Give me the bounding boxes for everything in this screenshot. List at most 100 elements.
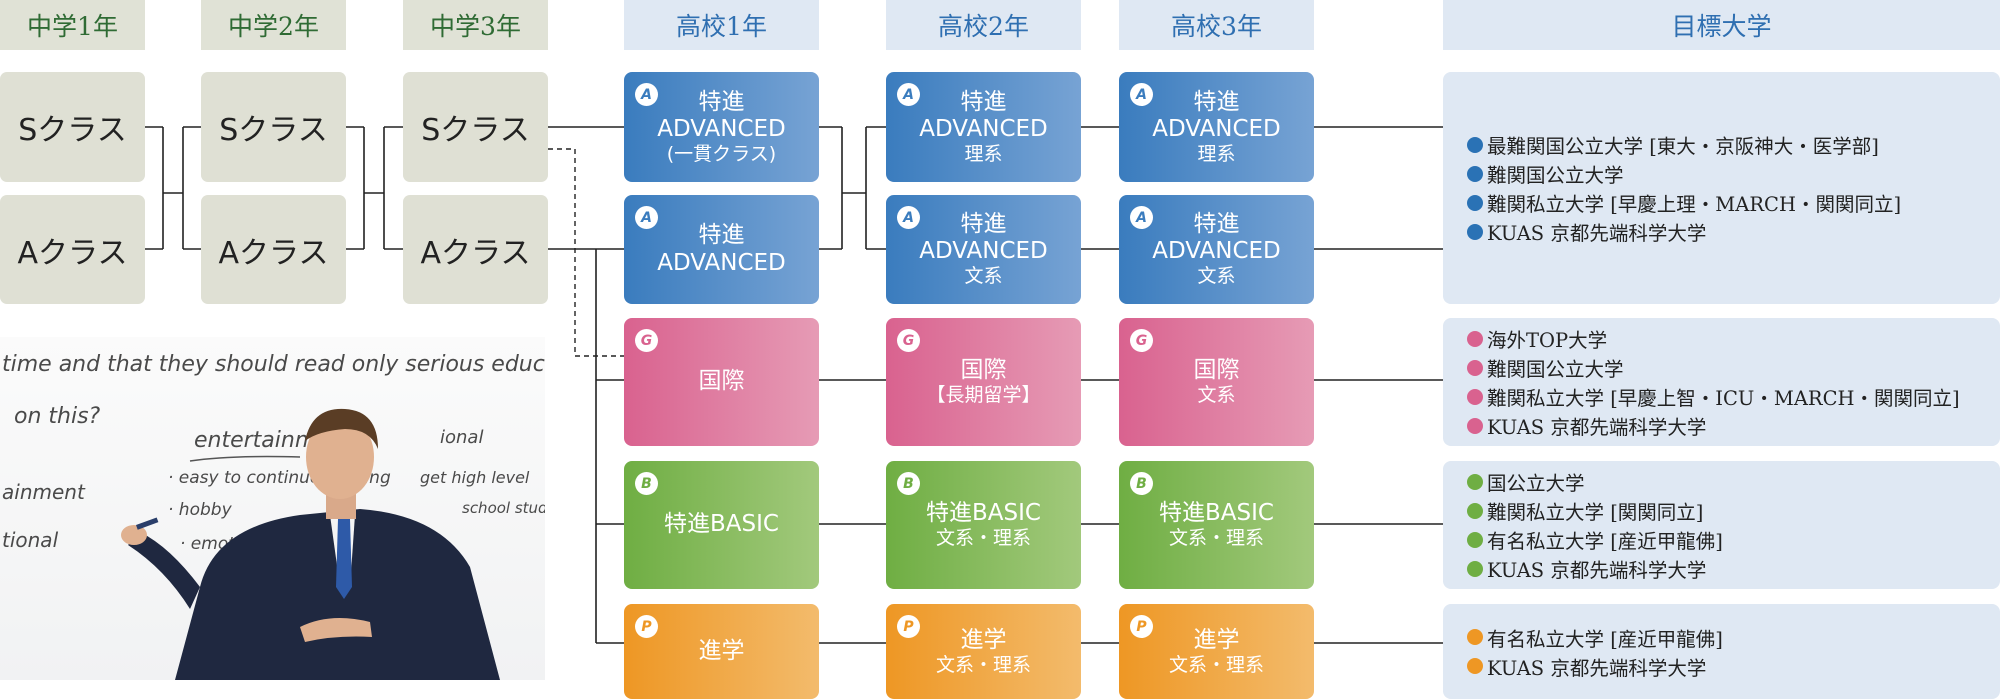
shingaku-emblem-icon: P [1130, 615, 1153, 638]
university-name: 難関国公立大学 [1487, 164, 1624, 187]
university-name: KUAS 京都先端科学大学 [1487, 656, 1707, 680]
bullet-dot-icon [1467, 194, 1483, 211]
university-item: 最難関国公立大学 [東大・京阪神大・医学部] [1467, 130, 2000, 159]
bullet-dot-icon [1467, 629, 1483, 645]
course-name: 特進BASIC [1159, 500, 1274, 527]
university-name: KUAS 京都先端科学大学 [1487, 416, 1707, 439]
header-hs3: 高校3年 [1119, 0, 1314, 50]
destination-kokusai: 海外TOP大学難関国公立大学難関私立大学 [早慶上智・ICU・MARCH・関関同… [1443, 318, 2000, 446]
bullet-dot-icon [1467, 531, 1483, 548]
advanced-emblem-icon: A [897, 83, 920, 106]
course-subname: ADVANCED [1152, 115, 1281, 142]
basic-emblem-icon: B [1130, 472, 1153, 495]
university-name: 難関国公立大学 [1487, 358, 1624, 381]
hs3-advanced-bunkei: A 特進 ADVANCED 文系 [1119, 195, 1314, 304]
course-name: 特進BASIC [664, 511, 779, 538]
bullet-dot-icon [1467, 417, 1483, 434]
course-note: 文系 [964, 265, 1003, 288]
university-name: 有名私立大学 [産近甲龍佛] [1487, 530, 1723, 553]
course-name: 国際 [698, 368, 745, 395]
course-name: 特進 [1193, 88, 1240, 115]
jh1-a-class: Aクラス [0, 195, 145, 304]
university-item: 難関国公立大学 [1467, 159, 2000, 188]
course-subname: ADVANCED [657, 249, 786, 276]
kokusai-emblem-icon: G [635, 329, 658, 352]
university-item: 海外TOP大学 [1467, 324, 2000, 353]
bullet-dot-icon [1467, 223, 1483, 240]
university-name: 有名私立大学 [産近甲龍佛] [1487, 627, 1723, 651]
university-name: KUAS 京都先端科学大学 [1487, 222, 1707, 245]
hs2-basic: B 特進BASIC 文系・理系 [886, 461, 1081, 589]
university-name: 海外TOP大学 [1487, 329, 1608, 352]
advanced-emblem-icon: A [635, 206, 658, 229]
course-name: 進学 [1193, 626, 1240, 653]
bullet-dot-icon [1467, 560, 1483, 577]
course-name: 国際 [1193, 357, 1240, 384]
advanced-emblem-icon: A [1130, 206, 1153, 229]
classroom-photo: time and that they should read only seri… [0, 337, 545, 680]
course-note: 文系 [1197, 265, 1236, 288]
hs3-kokusai: G 国際 文系 [1119, 318, 1314, 446]
kokusai-emblem-icon: G [897, 329, 920, 352]
board-text: school studi [462, 499, 545, 517]
hs2-shingaku: P 進学 文系・理系 [886, 604, 1081, 699]
course-note: 理系 [1197, 142, 1236, 165]
university-item: KUAS 京都先端科学大学 [1467, 554, 2000, 583]
course-subname: ADVANCED [1152, 238, 1281, 265]
jh2-a-class: Aクラス [201, 195, 346, 304]
university-name: 難関私立大学 [関関同立] [1487, 501, 1704, 524]
course-note: 理系 [964, 142, 1003, 165]
hs3-basic: B 特進BASIC 文系・理系 [1119, 461, 1314, 589]
course-note: 文系 [1197, 384, 1236, 407]
destination-advanced: 最難関国公立大学 [東大・京阪神大・医学部] 難関国公立大学難関私立大学 [早慶上… [1443, 72, 2000, 304]
bullet-dot-icon [1467, 136, 1483, 153]
course-note: 文系・理系 [935, 653, 1031, 676]
course-name: 進学 [960, 626, 1007, 653]
header-jh1: 中学1年 [0, 0, 145, 50]
board-text: · hobby [168, 500, 233, 520]
kokusai-emblem-icon: G [1130, 329, 1153, 352]
advanced-emblem-icon: A [635, 83, 658, 106]
board-text: tional [2, 528, 59, 552]
hs3-advanced-rikei: A 特進 ADVANCED 理系 [1119, 72, 1314, 182]
university-item: 難関私立大学 [関関同立] [1467, 496, 2000, 525]
destination-shingaku: 有名私立大学 [産近甲龍佛] KUAS 京都先端科学大学 [1443, 604, 2000, 699]
bullet-dot-icon [1467, 330, 1483, 347]
header-jh2: 中学2年 [201, 0, 346, 50]
hs1-advanced-ikkan: A 特進 ADVANCED (一貫クラス) [624, 72, 819, 182]
destination-basic: 国公立大学難関私立大学 [関関同立]有名私立大学 [産近甲龍佛]KUAS 京都先… [1443, 461, 2000, 589]
course-subname: ADVANCED [657, 115, 786, 142]
course-note: 【長期留学】 [926, 384, 1041, 407]
university-name: 難関私立大学 [早慶上理・MARCH・関関同立] [1487, 193, 1902, 216]
jh1-s-class: Sクラス [0, 72, 145, 182]
bullet-dot-icon [1467, 502, 1483, 519]
advanced-emblem-icon: A [1130, 83, 1153, 106]
board-text: time and that they should read only seri… [2, 352, 545, 377]
university-item: 難関私立大学 [早慶上理・MARCH・関関同立] [1467, 188, 2000, 217]
advanced-emblem-icon: A [897, 206, 920, 229]
basic-emblem-icon: B [635, 472, 658, 495]
university-item: 難関国公立大学 [1467, 353, 2000, 382]
bullet-dot-icon [1467, 658, 1483, 674]
course-name: 国際 [960, 357, 1007, 384]
header-jh3: 中学3年 [403, 0, 548, 50]
hs1-advanced: A 特進 ADVANCED [624, 195, 819, 304]
board-text: ional [440, 427, 483, 448]
university-item: KUAS 京都先端科学大学 [1467, 411, 2000, 440]
university-name: 最難関国公立大学 [東大・京阪神大・医学部] [1487, 135, 1879, 158]
teacher-whiteboard-illustration: time and that they should read only seri… [2, 352, 545, 680]
university-name: KUAS 京都先端科学大学 [1487, 559, 1707, 582]
course-name: 特進 [960, 88, 1007, 115]
course-note: 文系・理系 [1168, 653, 1264, 676]
university-name: 難関私立大学 [早慶上智・ICU・MARCH・関関同立] [1487, 387, 1960, 410]
course-name: 進学 [698, 637, 745, 664]
shingaku-emblem-icon: P [897, 615, 920, 638]
course-name: 特進 [1193, 211, 1240, 238]
course-name: 特進 [960, 211, 1007, 238]
bullet-dot-icon [1467, 388, 1483, 405]
hs2-advanced-bunkei: A 特進 ADVANCED 文系 [886, 195, 1081, 304]
board-text: ainment [2, 480, 86, 504]
hs3-shingaku: P 進学 文系・理系 [1119, 604, 1314, 699]
university-item: KUAS 京都先端科学大学 [1467, 217, 2000, 246]
